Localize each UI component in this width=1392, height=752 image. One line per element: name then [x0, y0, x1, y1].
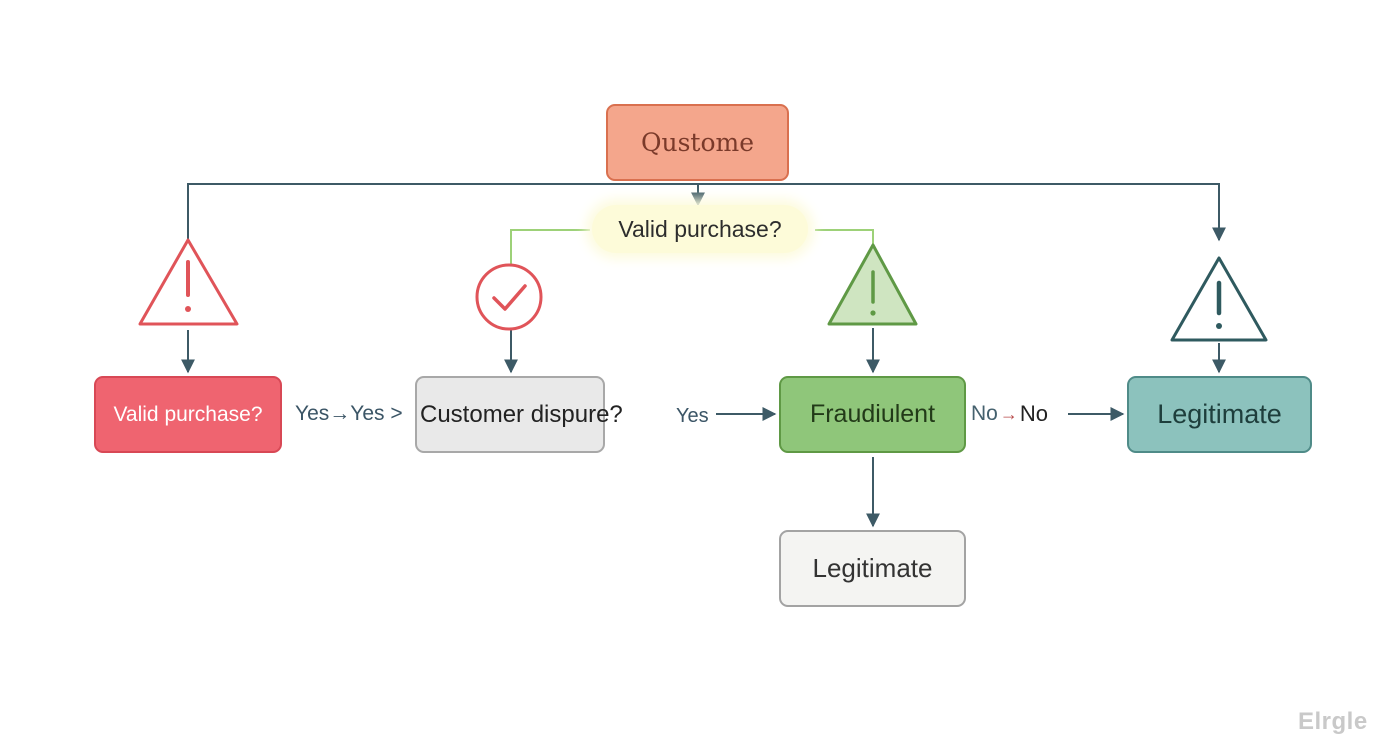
- warning-icon-red: [138, 238, 239, 326]
- warning-icon-teal: [1170, 256, 1268, 342]
- valid-purchase-question-center: Valid purchase?: [592, 205, 808, 253]
- edge-label-no-arrow: →: [999, 403, 1018, 424]
- edge-label-no-first: No: [971, 402, 998, 425]
- customer-dispute-node: Customer dispure?: [415, 376, 623, 453]
- customer-node: Qustome: [606, 104, 789, 181]
- valid-purchase-node: Valid purchase?: [94, 376, 282, 453]
- connector-question-left-branch: [510, 229, 590, 266]
- connector-bus: [187, 183, 1226, 242]
- edge-label-no-second: No: [1019, 401, 1048, 426]
- legitimate-node-right: Legitimate: [1127, 376, 1312, 453]
- edge-label-no-no: No → No: [971, 399, 1048, 429]
- legitimate-node-bottom: Legitimate: [779, 530, 966, 607]
- fraudulent-node: Fraudiulent: [779, 376, 966, 453]
- warning-icon-green: [827, 243, 918, 326]
- connector-question-right-branch: [815, 229, 874, 248]
- check-circle-icon: [475, 263, 543, 331]
- watermark-logo: Elrgle: [1298, 708, 1368, 735]
- edge-label-yes: Yes: [676, 404, 709, 427]
- edge-label-yes-yes: Yes→Yes >: [295, 402, 403, 425]
